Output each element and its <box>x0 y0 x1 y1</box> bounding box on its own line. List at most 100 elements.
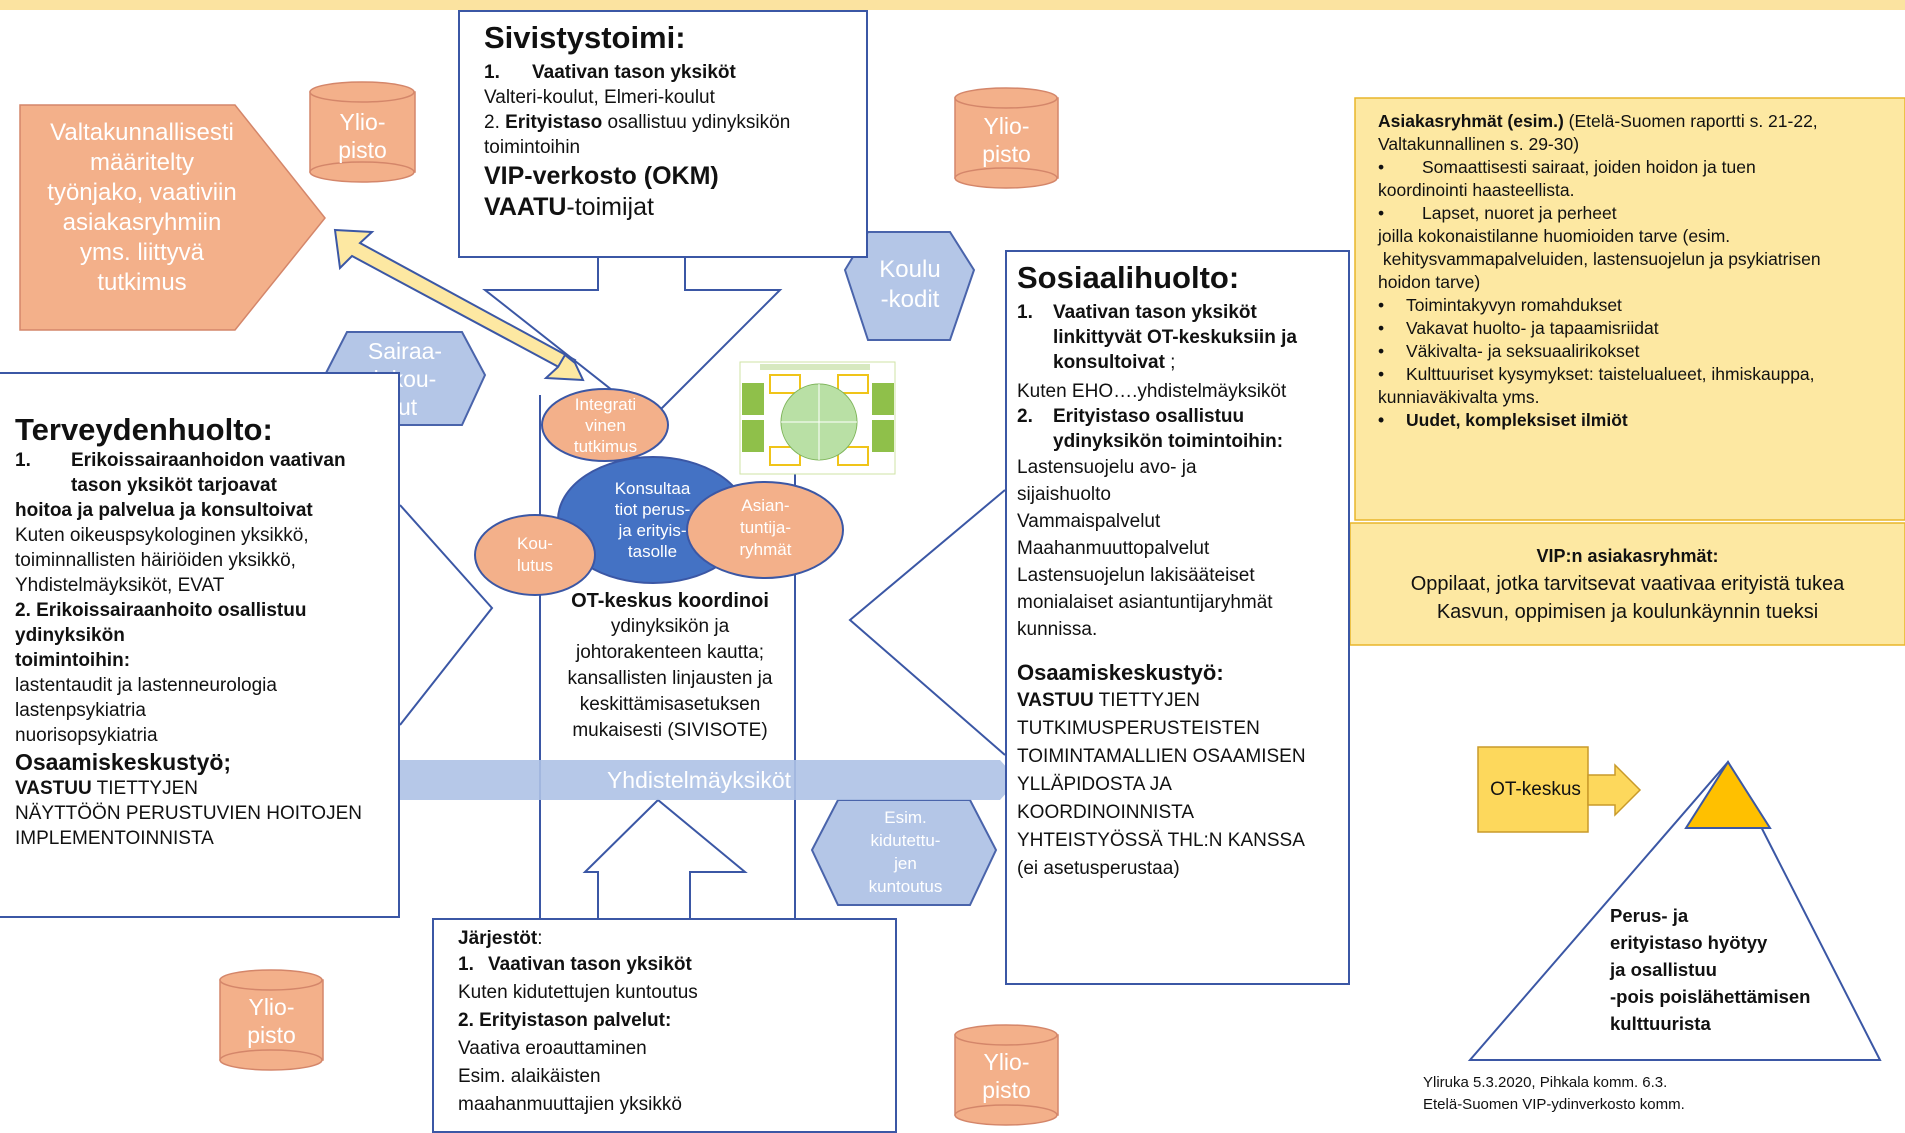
text-line: toimintoihin <box>484 137 581 158</box>
vastuu-bold: VASTUU <box>1017 690 1094 711</box>
jarjestot-title: Järjestöt <box>458 928 538 949</box>
list-item: •Lapset, nuoret ja perheet <box>1378 203 1617 223</box>
text-line: Erikoissairaanhoidon vaativan <box>71 450 346 471</box>
asiantuntija-oval <box>686 481 844 579</box>
text-line: määritelty <box>89 149 195 176</box>
list-number: 1. <box>15 450 31 471</box>
text-line: 2. Erikoissairaanhoito osallistuu <box>15 600 307 621</box>
text-line: Valtakunnallisesti <box>50 119 234 146</box>
text-line: työnjako, vaativiin <box>47 179 237 206</box>
text-line: toiminnallisten häiriöiden yksikkö, <box>15 550 296 571</box>
text-line: Esim. alaikäisten <box>458 1066 601 1087</box>
text-line: lastentaudit ja lastenneurologia <box>15 675 277 696</box>
yliopisto-cylinder-2 <box>954 87 1059 189</box>
ot-keskus-arrow <box>1587 763 1642 817</box>
list-number: 2. <box>1017 406 1033 427</box>
text-line: keskittämisasetuksen <box>579 694 761 715</box>
text-line: -pois poislähettämisen <box>1610 986 1811 1007</box>
item-label: 2. Erityistason palvelut: <box>458 1010 672 1031</box>
list-item: •Kulttuuriset kysymykset: taistelualueet… <box>1378 364 1815 384</box>
text-line: Yliruka 5.3.2020, Pihkala komm. 6.3. <box>1423 1074 1668 1091</box>
text-line: Kuten kidutettujen kuntoutus <box>458 982 698 1003</box>
text-line: sijaishuolto <box>1017 484 1111 505</box>
text-line: monialaiset asiantuntijaryhmät <box>1017 592 1273 613</box>
text-line: erityistaso hyötyy <box>1610 932 1768 953</box>
text-line: YLLÄPIDOSTA JA <box>1017 774 1172 795</box>
text-line: IMPLEMENTOINNISTA <box>15 828 214 849</box>
yliopisto-label-3: Ylio-pisto <box>247 994 296 1048</box>
yliopisto-label-2: Ylio-pisto <box>982 113 1031 167</box>
vip-title: VIP:n asiakasryhmät: <box>1536 546 1719 566</box>
text-tail: ; <box>1164 352 1176 373</box>
text-line: Etelä-Suomen VIP-ydinverkosto komm. <box>1423 1096 1685 1113</box>
text-line: tason yksiköt tarjoavat <box>71 475 277 496</box>
text-line: Vaativa eroauttaminen <box>458 1038 647 1059</box>
list-number: 1. <box>1017 302 1033 323</box>
text-line: lastenpsykiatria <box>15 700 146 721</box>
text-line: kunnissa. <box>1017 619 1098 640</box>
vaatu-rest: -toimijat <box>566 193 654 221</box>
koulukodit-label: Koulu-kodit <box>879 256 941 313</box>
text-line: linkittyvät OT-keskuksiin ja <box>1053 327 1297 348</box>
text-line: ydinyksikön toimintoihin: <box>1053 431 1284 452</box>
text-line: TOIMINTAMALLIEN OSAAMISEN <box>1017 746 1306 767</box>
asiakasryhmat-text: Asiakasryhmät (esim.) (Etelä-Suomen rapo… <box>1378 110 1903 432</box>
item-text: osallistuu ydinyksikön <box>602 112 791 133</box>
text-line: kunniaväkivalta yms. <box>1378 387 1540 407</box>
arrow-left-right <box>848 489 1006 756</box>
vaatu-bold: VAATU <box>484 193 567 221</box>
text-line: Lastensuojelu avo- ja <box>1017 457 1197 478</box>
text-line: maahanmuuttajien yksikkö <box>458 1094 682 1115</box>
yliopisto-cylinder-3 <box>219 969 324 1071</box>
osaamiskeskustyo-title: Osaamiskeskustyö; <box>15 749 232 775</box>
pyramid-apex <box>1684 760 1772 829</box>
list-item: •Somaattisesti sairaat, joiden hoidon ja… <box>1378 157 1756 177</box>
text-line: Maahanmuuttopalvelut <box>1017 538 1210 559</box>
item-label: Vaativan tason yksiköt <box>488 954 692 975</box>
vip-text: VIP:n asiakasryhmät: Oppilaat, jotka tar… <box>1350 542 1905 626</box>
arrow-right-left <box>399 504 494 726</box>
text-line: yms. liittyvä <box>79 239 204 266</box>
text-line: koordinointi haasteellista. <box>1378 180 1575 200</box>
yliopisto-cylinder-4 <box>954 1024 1059 1126</box>
text-line: KOORDINOINNISTA <box>1017 802 1194 823</box>
koulukodit-hexagon <box>843 231 976 341</box>
text-line: hoidon tarve) <box>1378 272 1481 292</box>
text-line: NÄYTTÖÖN PERUSTUVIEN HOITOJEN <box>15 803 362 824</box>
ot-keskus-label: OT-keskus <box>1490 779 1581 800</box>
ot-keskus-text: OT-keskus koordinoi ydinyksikön ja johto… <box>550 588 790 744</box>
koulutus-label: Kou-lutus <box>517 534 553 575</box>
asiantuntija-label: Asian-tuntija-ryhmät <box>739 496 792 559</box>
text-line: Vammaispalvelut <box>1017 511 1161 532</box>
sivistystoimi-box: Sivistystoimi: 1. Vaativan tason yksiköt… <box>458 10 868 258</box>
list-item: •Vakavat huolto- ja tapaamisriidat <box>1378 318 1659 338</box>
text-line: asiakasryhmiin <box>62 209 222 236</box>
text-line: Oppilaat, jotka tarvitsevat vaativaa eri… <box>1410 573 1845 595</box>
text-line: Valtakunnallinen s. 29-30) <box>1378 134 1580 154</box>
text-line: kehitysvammapalveluiden, lastensuojelun … <box>1378 249 1821 269</box>
text-rest: (Etelä-Suomen raportti s. 21-22, <box>1563 111 1818 131</box>
pyramid-triangle <box>1467 760 1882 1061</box>
text-line: johtorakenteen kautta; <box>575 642 765 663</box>
vastuu-rest: TIETTYJEN <box>91 778 198 799</box>
yhdistelma-band <box>383 760 1018 800</box>
sivistystoimi-title: Sivistystoimi: <box>484 20 686 55</box>
sosiaalihuolto-title: Sosiaalihuolto: <box>1017 260 1240 295</box>
text-line: hoitoa ja palvelua ja konsultoivat <box>15 500 313 521</box>
text-line: kulttuurista <box>1610 1013 1711 1034</box>
text-line: Kuten EHO….yhdistelmäyksiköt <box>1017 381 1287 402</box>
item-bold: Erityistaso <box>505 112 603 133</box>
integratiivinen-oval <box>541 388 669 462</box>
list-item: •Toimintakyvyn romahdukset <box>1378 295 1622 315</box>
koulutus-oval <box>474 514 596 596</box>
yliopisto-label-4: Ylio-pisto <box>982 1049 1031 1103</box>
list-item: •Uudet, kompleksiset ilmiöt <box>1378 410 1628 430</box>
text-line: nuorisopsykiatria <box>15 725 158 746</box>
footer-note: Yliruka 5.3.2020, Pihkala komm. 6.3. Ete… <box>1423 1072 1893 1116</box>
yhdistelma-label: Yhdistelmäyksiköt <box>606 767 792 793</box>
asiakasryhmat-title: Asiakasryhmät (esim.) <box>1378 111 1564 131</box>
arrow-up-bottom <box>582 798 748 918</box>
text-line: toimintoihin: <box>15 650 131 671</box>
vip-verkosto-label: VIP-verkosto (OKM) <box>484 162 719 190</box>
